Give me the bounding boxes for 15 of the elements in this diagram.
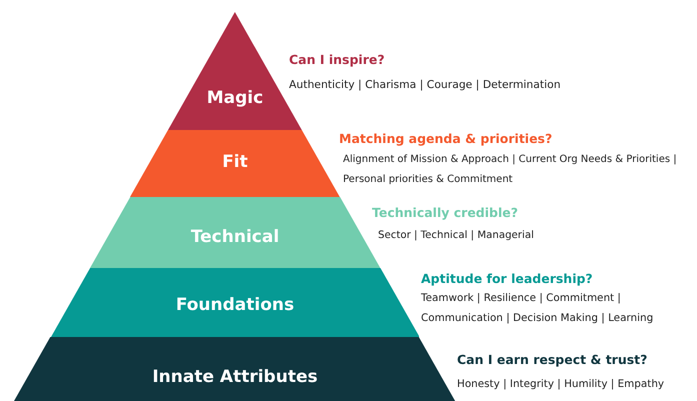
tier-question: Aptitude for leadership? (421, 271, 593, 286)
tier-attributes: Authenticity | Charisma | Courage | Determination (289, 77, 562, 93)
tier-question: Technically credible? (372, 205, 518, 220)
tier-attributes: Honesty | Integrity | Humility | Empathy (457, 377, 666, 392)
tier-label: Innate Attributes (152, 367, 318, 387)
tier-question: Can I earn respect & trust? (457, 352, 648, 367)
tier-attributes: Teamwork | Resilience | Commitment | Communication | Decision Making | Learning (421, 291, 654, 326)
tier-label: Technical (190, 227, 280, 247)
tier-attributes: Alignment of Mission & Approach | Current Org Needs & Priorities | Personal priorities & Commitment (343, 153, 678, 187)
tier-label: Foundations (176, 295, 294, 315)
tier-label: Magic (206, 88, 264, 108)
tier-question: Can I inspire? (289, 52, 385, 67)
tier-label: Fit (222, 152, 248, 172)
tier-attributes: Sector | Technical | Managerial (378, 229, 535, 243)
tier-question: Matching agenda & priorities? (339, 131, 552, 146)
